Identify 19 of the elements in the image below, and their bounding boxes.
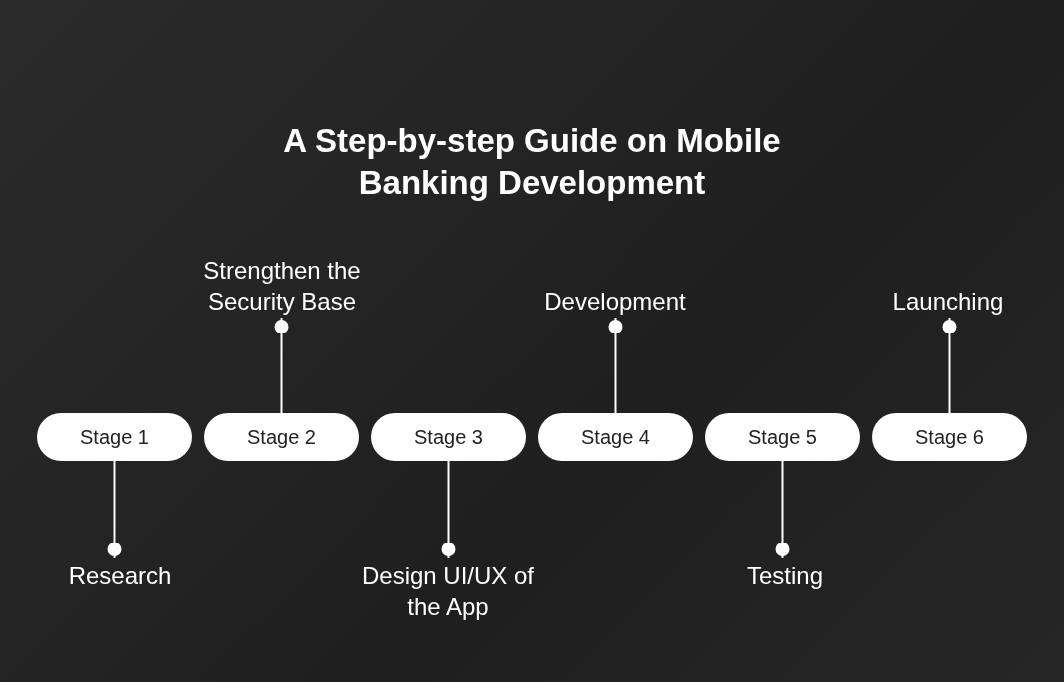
stage-label: Strengthen the Security Base [172, 254, 392, 318]
leader-line [274, 317, 289, 414]
stage-pill: Stage 6 [872, 413, 1027, 461]
leader-line [107, 460, 122, 559]
stage-label: Launching [848, 284, 1048, 318]
stage-label: Research [40, 558, 200, 592]
stage-pill: Stage 4 [538, 413, 693, 461]
leader-line [775, 460, 790, 559]
stage-pill: Stage 2 [204, 413, 359, 461]
stage-pill: Stage 5 [705, 413, 860, 461]
stage-label: Design UI/UX of the App [348, 558, 548, 624]
stage-pill: Stage 3 [371, 413, 526, 461]
leader-line [441, 460, 456, 559]
stage-label: Testing [705, 558, 865, 592]
leader-line [608, 317, 623, 414]
stage-pill: Stage 1 [37, 413, 192, 461]
stage-label: Development [515, 284, 715, 318]
leader-line [942, 317, 957, 414]
title: A Step-by-step Guide on Mobile Banking Development [282, 121, 782, 203]
